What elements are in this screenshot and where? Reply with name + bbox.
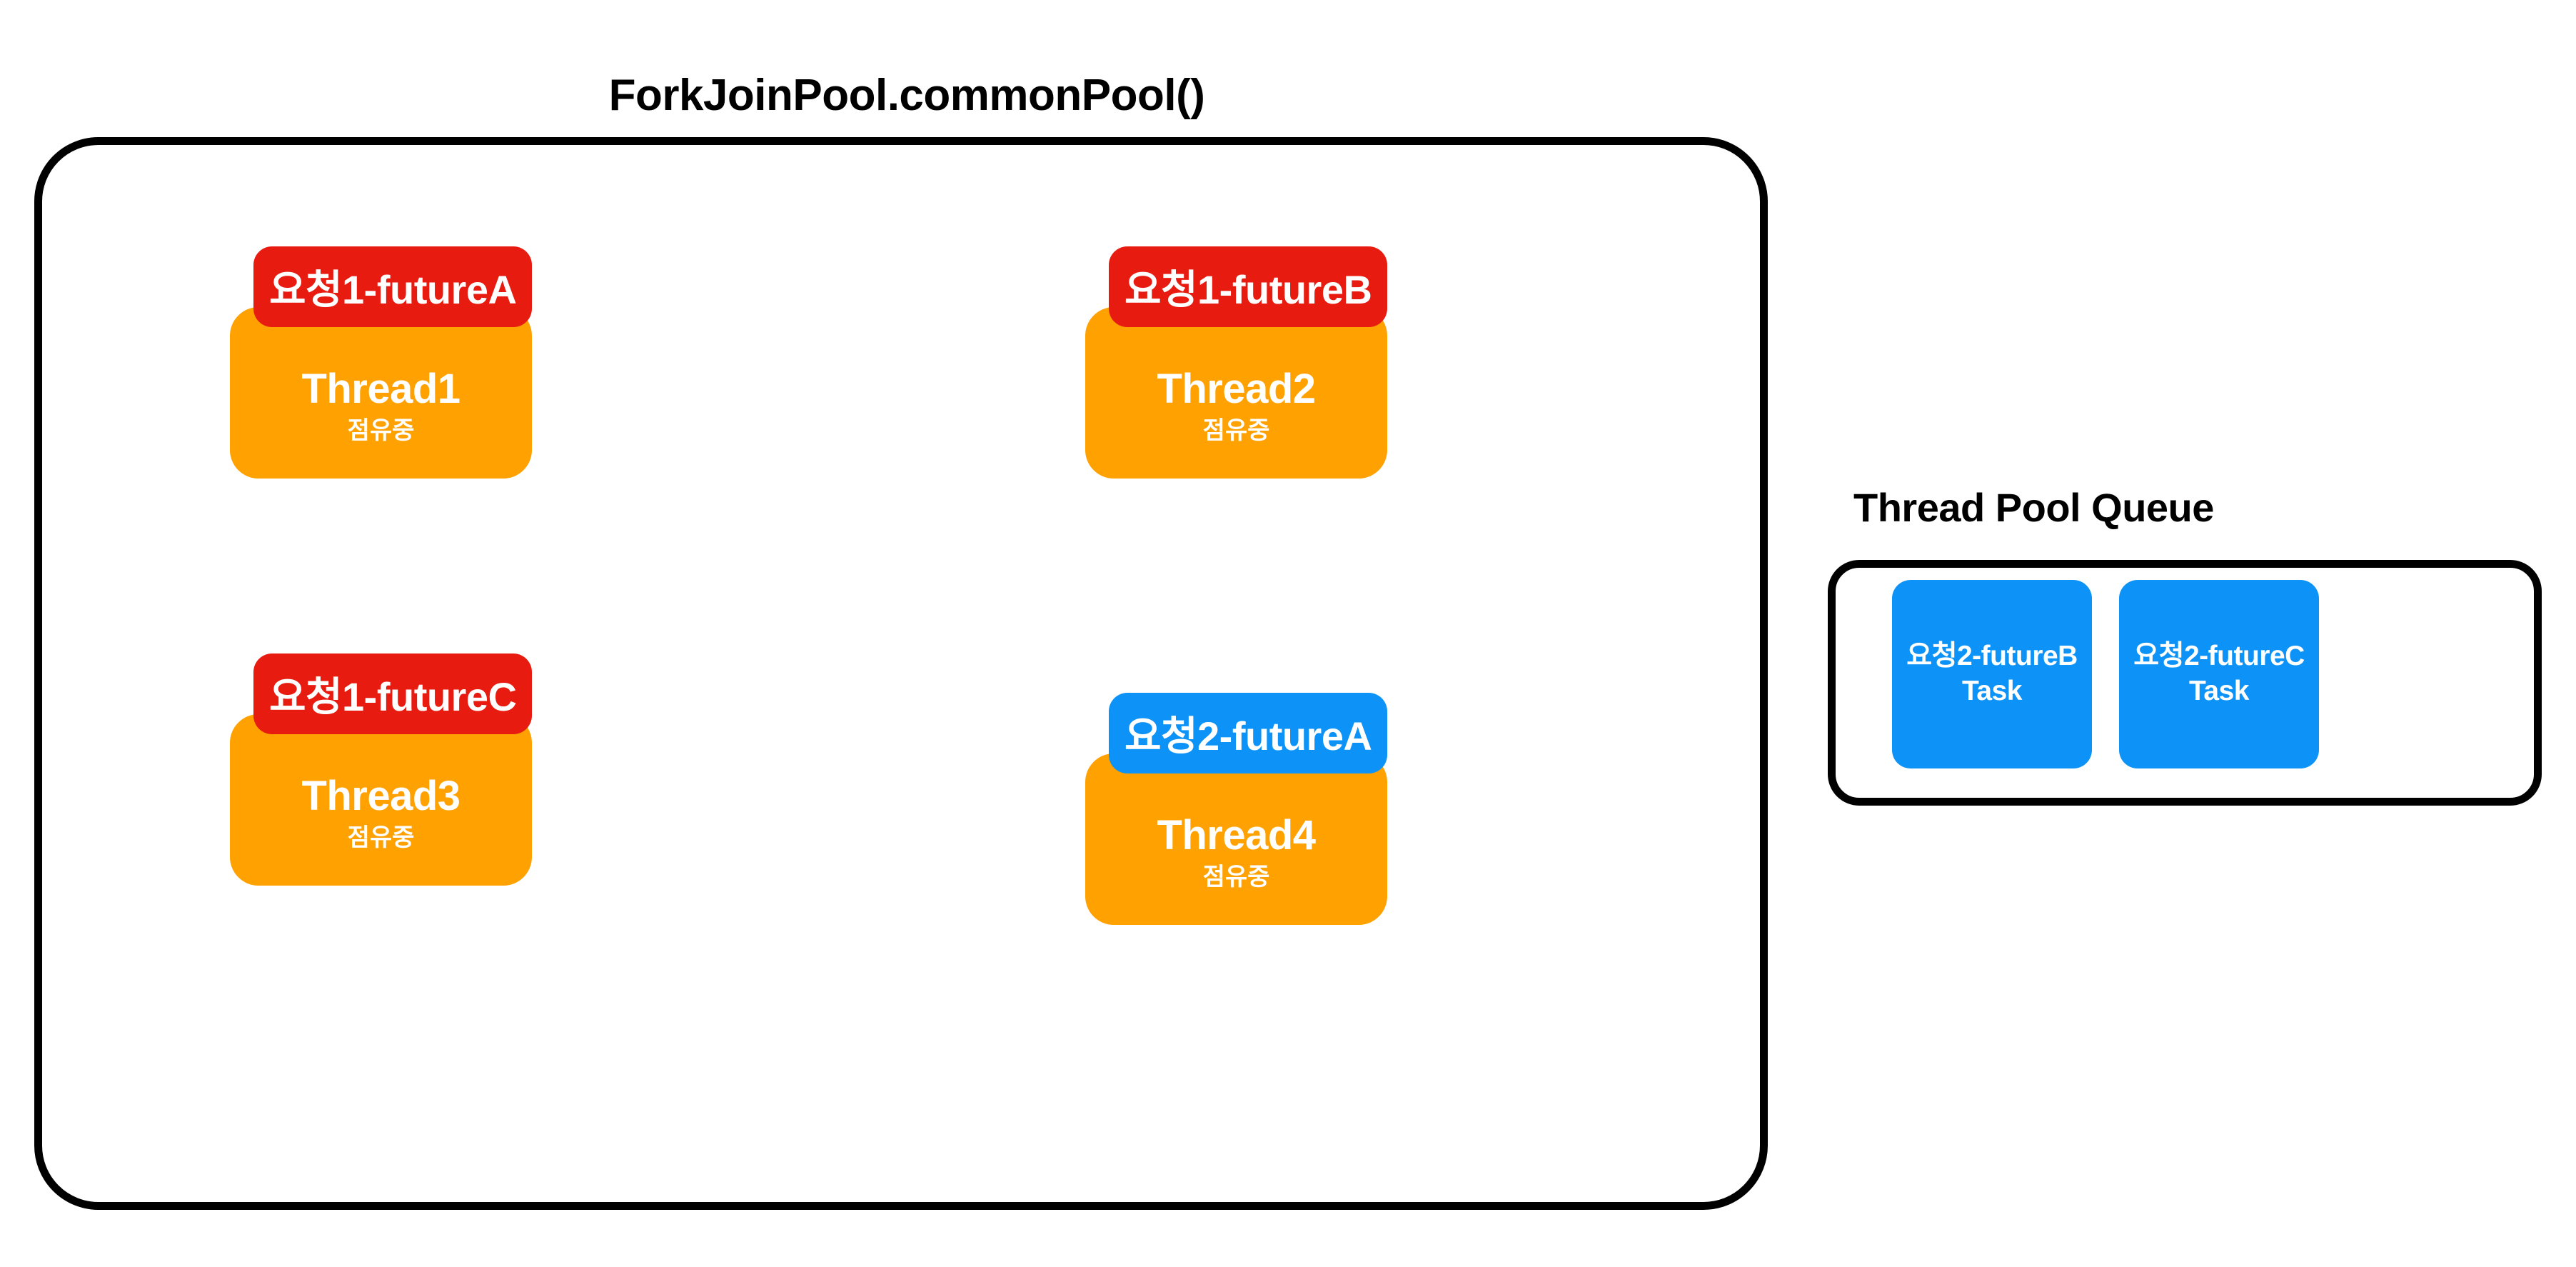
queue-task-2[interactable]: 요청2-futureC Task (2119, 580, 2319, 768)
thread-state-4: 점유중 (1202, 863, 1270, 891)
pool-title: ForkJoinPool.commonPool() (608, 71, 1205, 120)
thread-state-1: 점유중 (347, 417, 415, 444)
thread-badge-1[interactable]: 요청1-futureA (253, 246, 533, 327)
thread-card-body-2: Thread2 점유중 (1085, 307, 1387, 479)
queue-task-1-type: Task (1962, 676, 2023, 706)
thread-card-body-4: Thread4 점유중 (1085, 753, 1387, 925)
thread-state-2: 점유중 (1202, 417, 1270, 444)
thread-name-4: Thread4 (1157, 812, 1316, 858)
thread-name-2: Thread2 (1157, 366, 1316, 412)
thread-badge-2[interactable]: 요청1-futureB (1109, 246, 1388, 327)
thread-badge-3[interactable]: 요청1-futureC (253, 653, 533, 734)
thread-badge-4[interactable]: 요청2-futureA (1109, 693, 1388, 773)
thread-pool-queue-list: 요청2-futureB Task 요청2-futureC Task (1892, 580, 2319, 768)
queue-task-1[interactable]: 요청2-futureB Task (1892, 580, 2092, 768)
queue-task-2-type: Task (2189, 676, 2250, 706)
thread-name-3: Thread3 (301, 773, 461, 819)
thread-card-body-1: Thread1 점유중 (230, 307, 532, 479)
queue-task-2-name: 요청2-futureC (2133, 641, 2305, 672)
thread-pool-queue-title: Thread Pool Queue (1853, 485, 2214, 530)
queue-task-1-name: 요청2-futureB (1906, 641, 2078, 672)
thread-card-body-3: Thread3 점유중 (230, 714, 532, 886)
thread-state-3: 점유중 (347, 824, 415, 851)
thread-name-1: Thread1 (301, 366, 461, 412)
